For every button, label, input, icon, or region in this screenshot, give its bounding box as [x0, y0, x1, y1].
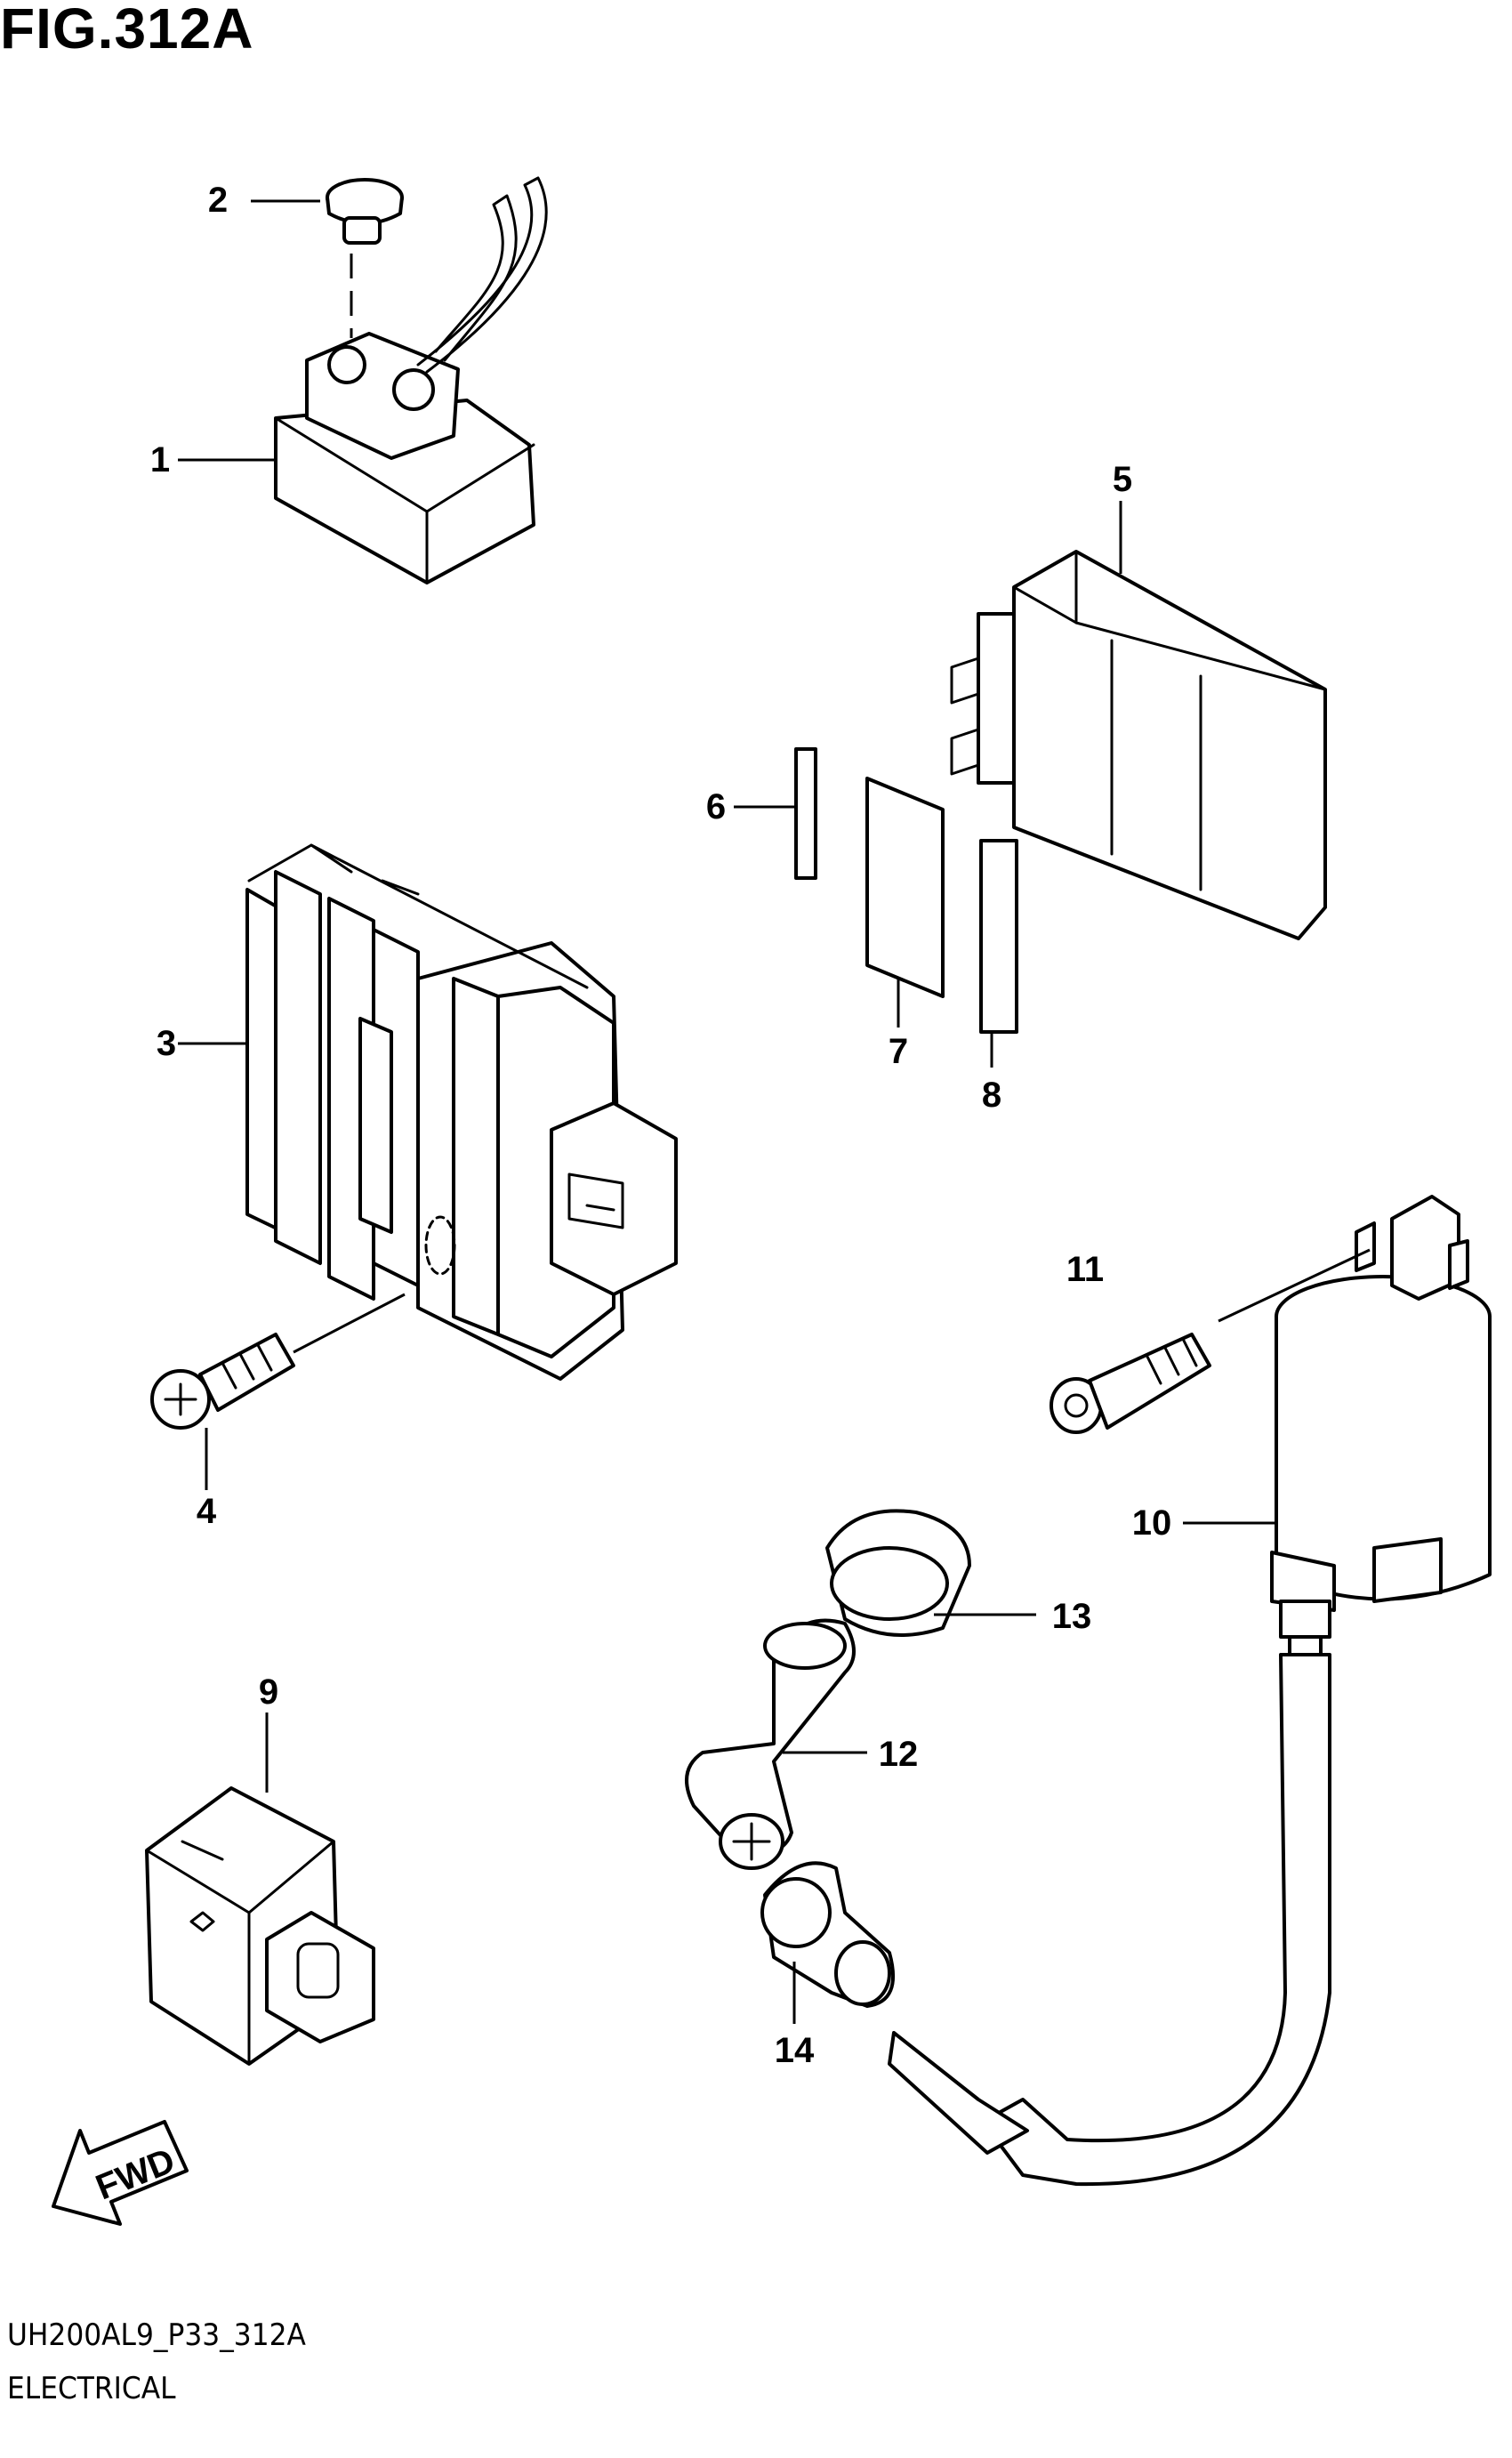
part-8-pad[interactable]	[979, 839, 1018, 1034]
part-2-bolt[interactable]	[326, 178, 404, 245]
part-4-assembly-line	[293, 1293, 406, 1354]
callout-8: 8	[982, 1076, 1001, 1115]
figure-title: FIG.312A	[0, 0, 254, 60]
part-11-assembly-line	[1218, 1248, 1371, 1323]
callout-5: 5	[1113, 460, 1132, 499]
part-5-ecm[interactable]	[950, 550, 1327, 940]
part-3-regulator-rectifier[interactable]	[245, 843, 678, 1381]
callout-11: 11	[1066, 1250, 1104, 1289]
callout-2: 2	[208, 181, 228, 220]
part-9-connector[interactable]	[145, 1786, 375, 2066]
forward-arrow-icon: FWD	[52, 2120, 189, 2226]
part-1-starter-relay[interactable]	[274, 176, 548, 584]
callout-4: 4	[197, 1492, 217, 1531]
figure-code: UH200AL9_P33_312A	[7, 2317, 306, 2353]
callout-7: 7	[889, 1032, 908, 1071]
part-7-pad[interactable]	[865, 777, 945, 998]
callout-10: 10	[1132, 1503, 1172, 1543]
part-14-cap-seal[interactable]	[760, 1861, 896, 2008]
callout-3: 3	[157, 1024, 176, 1063]
part-4-screw[interactable]	[150, 1333, 295, 1430]
part-11-bolt[interactable]	[1050, 1333, 1211, 1434]
callout-9: 9	[259, 1672, 278, 1712]
callout-1: 1	[150, 440, 170, 480]
part-13-cap-cover[interactable]	[825, 1509, 971, 1637]
callout-12: 12	[879, 1735, 919, 1774]
part-6-spacer[interactable]	[794, 747, 817, 880]
section-name: ELECTRICAL	[7, 2371, 176, 2406]
callout-13: 13	[1052, 1597, 1092, 1636]
part-12-spark-plug-cap[interactable]	[685, 1618, 856, 1870]
callout-14: 14	[775, 2031, 815, 2070]
part-10-ignition-coil[interactable]	[888, 1195, 1492, 2187]
callout-6: 6	[706, 787, 726, 826]
